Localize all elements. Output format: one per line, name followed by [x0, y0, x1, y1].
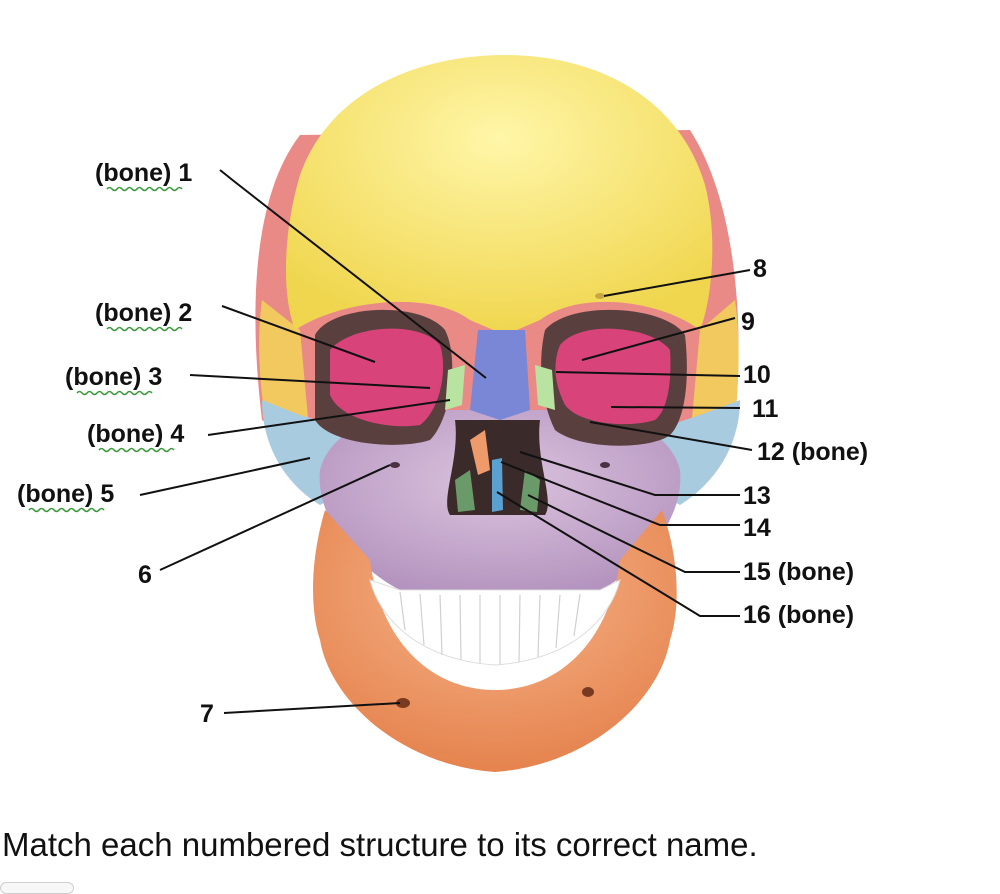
squiggle-2 — [106, 326, 183, 332]
label-11: 11 — [752, 395, 779, 423]
label-7: 7 — [200, 700, 214, 728]
squiggle-4 — [98, 447, 175, 453]
label-13: 13 — [743, 482, 771, 510]
squiggle-3 — [76, 390, 153, 396]
leader-lines — [139, 169, 753, 714]
label-2: (bone) 2 — [95, 299, 192, 327]
nasal-bone — [470, 330, 530, 420]
label-4: (bone) 4 — [87, 420, 184, 448]
lacrimal-bone-right — [535, 365, 555, 410]
leader-8 — [603, 269, 751, 297]
leader-7 — [223, 702, 401, 714]
teeth — [369, 579, 621, 666]
leader-6 — [159, 464, 391, 571]
mental-foramen-left — [396, 698, 410, 708]
leader-12 — [589, 421, 753, 451]
supraorbital-foramen — [595, 293, 605, 299]
vomer — [492, 458, 503, 512]
squiggle-5 — [28, 507, 105, 513]
middle-nasal-concha — [470, 430, 490, 475]
lacrimal-bone-left — [445, 365, 465, 410]
leader-16 — [496, 491, 740, 617]
leader-13 — [519, 451, 740, 496]
label-9: 9 — [741, 308, 755, 336]
leader-5 — [139, 457, 311, 496]
label-12: 12 (bone) — [757, 438, 868, 466]
infraorbital-foramen-left — [390, 462, 400, 468]
leader-3 — [189, 374, 431, 389]
label-3: (bone) 3 — [65, 363, 162, 391]
inferior-nasal-concha-left — [455, 470, 475, 512]
label-6: 6 — [138, 561, 152, 589]
label-1: (bone) 1 — [95, 159, 192, 187]
sphenoid-orbit-left — [330, 328, 444, 427]
leader-14 — [500, 461, 740, 526]
sphenoid-orbit-right — [555, 328, 671, 425]
spellcheck-underlines — [28, 186, 183, 513]
leader-11 — [610, 406, 741, 409]
squiggle-1 — [106, 186, 183, 192]
leader-9 — [581, 317, 736, 361]
label-14: 14 — [743, 514, 771, 542]
label-16: 16 (bone) — [743, 601, 854, 629]
mental-foramen-right — [582, 687, 594, 697]
inferior-nasal-concha-right — [520, 470, 540, 512]
instruction-text: Match each numbered structure to its cor… — [2, 826, 758, 863]
infraorbital-foramen-right — [600, 462, 610, 468]
answer-control-edge[interactable] — [0, 882, 74, 894]
temporal-bone-right — [690, 300, 739, 440]
leader-10 — [555, 371, 741, 377]
label-15: 15 (bone) — [743, 558, 854, 586]
label-5: (bone) 5 — [17, 480, 114, 508]
label-8: 8 — [753, 255, 767, 283]
leader-15 — [527, 494, 740, 573]
leader-2 — [221, 305, 376, 363]
leader-4 — [207, 399, 451, 436]
leader-1 — [219, 169, 487, 379]
frontal-bone — [285, 55, 713, 335]
labels: (bone) 1 (bone) 2 (bone) 3 (bone) 4 (bon… — [17, 159, 868, 728]
tooth-lines — [399, 591, 581, 664]
label-10: 10 — [743, 361, 771, 389]
